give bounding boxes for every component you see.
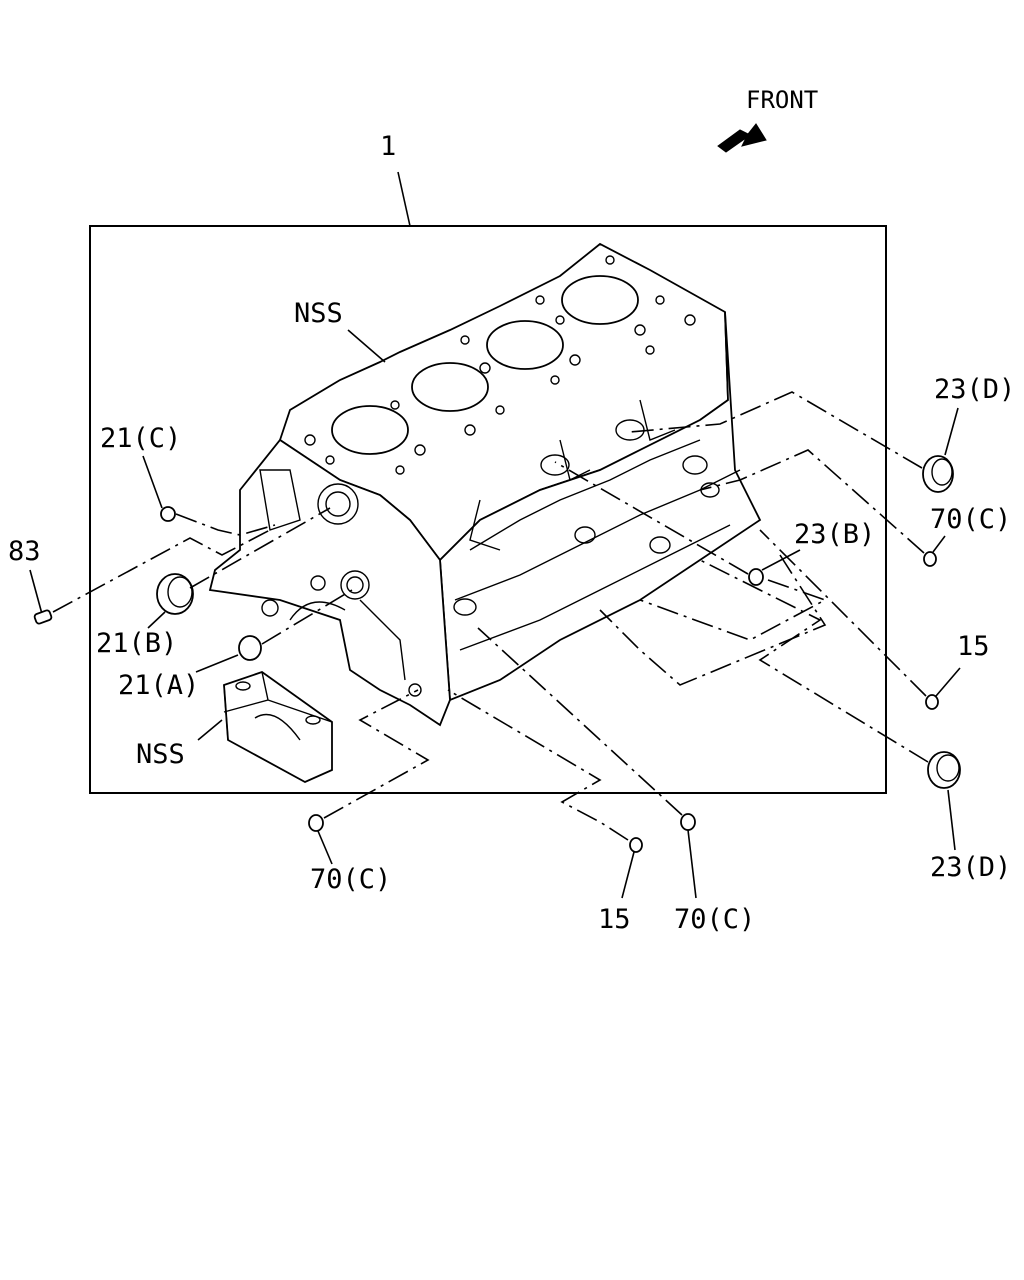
nss-top-label: NSS <box>294 298 343 329</box>
part-15-bottom-plug <box>629 837 643 853</box>
leader-23b <box>761 549 801 571</box>
front-arrow-icon <box>717 123 767 153</box>
nss-top-leader <box>347 329 386 363</box>
callout-15-right <box>759 529 927 697</box>
leader-70c-bottom <box>687 829 697 899</box>
label-21b: 21(B) <box>96 628 177 659</box>
part-23d-bottom-plug <box>927 751 961 789</box>
nss-bottom-leader <box>197 719 223 741</box>
part-70c-left-plug <box>308 814 324 832</box>
part-23b-plug <box>748 568 764 586</box>
cylinder-block <box>208 242 762 727</box>
assembly-frame <box>89 225 887 794</box>
leader-70c-right <box>932 535 946 553</box>
item-1-leader <box>397 171 411 227</box>
callout-70c-left <box>323 689 430 819</box>
bearing-cap <box>223 670 333 784</box>
callout-23d-top <box>629 391 923 469</box>
part-21a-plug <box>238 635 262 661</box>
leader-70c-left <box>317 830 333 865</box>
callout-21a <box>261 589 353 645</box>
callout-70c-right <box>699 449 925 554</box>
label-23d-bottom: 23(D) <box>930 852 1011 883</box>
callout-21b <box>189 507 331 589</box>
part-21b-plug <box>156 573 194 615</box>
callout-15-right-branch <box>599 554 827 686</box>
label-15-right: 15 <box>957 631 990 662</box>
part-23d-top-plug <box>922 455 954 493</box>
leader-23d-bottom <box>947 789 956 851</box>
callout-70c-bottom <box>477 627 683 816</box>
leader-15-right <box>935 667 961 697</box>
leader-21c <box>142 455 163 509</box>
leader-23d-top <box>944 407 959 456</box>
label-21a: 21(A) <box>118 670 199 701</box>
label-23d-top: 23(D) <box>934 374 1015 405</box>
part-70c-right-plug <box>923 551 937 567</box>
label-70c-right: 70(C) <box>930 504 1011 535</box>
part-15-right-plug <box>925 694 939 710</box>
callout-15-bottom <box>447 689 629 841</box>
leader-83 <box>29 569 43 615</box>
callout-21c <box>175 513 276 536</box>
label-70c-bottom: 70(C) <box>674 904 755 935</box>
label-70c-left: 70(C) <box>310 864 391 895</box>
callout-83 <box>52 529 271 613</box>
label-15-bottom: 15 <box>598 904 631 935</box>
leader-21b <box>147 611 166 629</box>
leader-15-bottom <box>621 851 635 899</box>
callout-23d-bottom <box>699 559 929 763</box>
front-label: FRONT <box>746 86 818 114</box>
part-70c-bottom-plug <box>680 813 696 831</box>
label-23b: 23(B) <box>794 519 875 550</box>
label-21c: 21(C) <box>100 423 181 454</box>
part-83-pin <box>33 609 53 625</box>
item-1-label: 1 <box>380 131 396 162</box>
nss-bottom-label: NSS <box>136 739 185 770</box>
callout-23b-branch <box>639 579 827 641</box>
leader-21a <box>195 654 239 673</box>
part-21c-plug <box>160 506 176 522</box>
callout-23b <box>554 461 749 575</box>
label-83: 83 <box>8 536 41 567</box>
